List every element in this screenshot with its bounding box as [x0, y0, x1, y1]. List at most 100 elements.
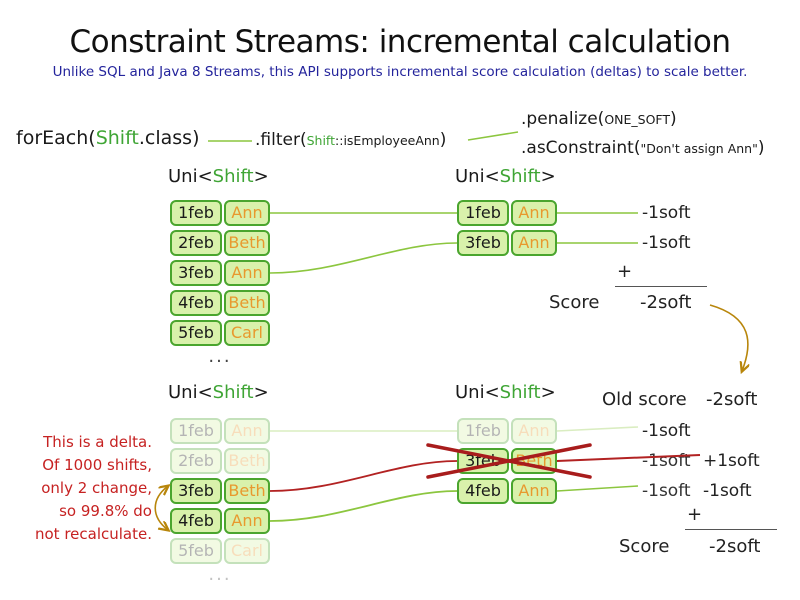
code-asconstraint: .asConstraint("Don't assign Ann")	[521, 138, 764, 158]
score-line-faded	[556, 426, 639, 432]
shift-date-cell: 4feb	[170, 290, 222, 316]
code-text: .penalize(	[521, 109, 605, 129]
code-arg: "Don't assign Ann"	[640, 141, 758, 156]
uni-post: >	[253, 166, 269, 187]
uni-shift-header: Uni<Shift>	[168, 382, 269, 403]
row-score-old: -1soft	[642, 481, 691, 501]
table-ellipsis: ...	[208, 346, 232, 367]
sum-plus-sign: +	[617, 261, 633, 282]
sum-plus-sign: +	[687, 504, 703, 525]
shift-employee-cell: Beth	[511, 448, 557, 474]
shift-date-cell: 2feb	[170, 230, 222, 256]
uni-type: Shift	[499, 166, 541, 187]
delta-note-line: only 2 change,	[41, 479, 152, 497]
score-value: -2soft	[640, 292, 692, 313]
retract-line-red	[269, 460, 458, 492]
shift-employee-cell: Ann	[224, 200, 270, 226]
shift-employee-cell: Ann	[224, 260, 270, 286]
score-label: Score	[549, 292, 600, 313]
old-score-label: Old score	[602, 389, 687, 410]
code-text: .filter(	[255, 130, 307, 150]
uni-pre: Uni<	[455, 166, 500, 187]
shift-date-cell: 1feb	[457, 200, 509, 226]
code-penalize: .penalize(ONE_SOFT)	[521, 109, 677, 129]
uni-type: Shift	[212, 382, 254, 403]
shift-date-cell: 3feb	[170, 478, 222, 504]
shift-employee-cell: Beth	[224, 478, 270, 504]
score-value: -2soft	[709, 536, 761, 557]
page-subtitle: Unlike SQL and Java 8 Streams, this API …	[52, 64, 748, 80]
code-text: forEach(	[16, 127, 96, 149]
gold-double-arrow-changed-rows	[154, 486, 168, 530]
row-score-delta-negative: -1soft	[703, 481, 752, 501]
table-ellipsis: ...	[208, 564, 232, 585]
shift-date-cell: 5feb	[170, 538, 222, 564]
code-text: )	[670, 109, 677, 129]
uni-type: Shift	[499, 382, 541, 403]
uni-shift-header: Uni<Shift>	[455, 382, 556, 403]
uni-pre: Uni<	[455, 382, 500, 403]
delta-note-line: This is a delta.	[43, 433, 152, 451]
shift-date-cell: 3feb	[457, 448, 509, 474]
shift-date-cell: 4feb	[457, 478, 509, 504]
code-text: .class)	[138, 127, 200, 149]
uni-post: >	[540, 382, 556, 403]
code-foreach: forEach(Shift.class)	[16, 127, 200, 149]
uni-shift-header: Uni<Shift>	[455, 166, 556, 187]
code-text: ::isEmployeeAnn	[335, 133, 440, 148]
shift-employee-cell: Carl	[224, 538, 270, 564]
delta-note-line: Of 1000 shifts,	[42, 456, 152, 474]
row-score: -1soft	[642, 233, 691, 253]
shift-date-cell: 5feb	[170, 320, 222, 346]
uni-shift-header: Uni<Shift>	[168, 166, 269, 187]
code-text: )	[439, 130, 447, 150]
insert-line-green	[269, 490, 458, 522]
code-text: .asConstraint(	[521, 138, 641, 158]
code-connector-line	[467, 131, 519, 141]
score-label: Score	[619, 536, 670, 557]
row-score-delta-positive: +1soft	[703, 451, 760, 471]
code-class-name: Shift	[306, 133, 336, 148]
score-line	[556, 485, 639, 492]
delta-note-line: so 99.8% do	[59, 502, 152, 520]
shift-date-cell: 3feb	[457, 230, 509, 256]
shift-employee-cell: Ann	[224, 418, 270, 444]
row-score-retracted: -1soft	[642, 451, 691, 471]
gold-arrow-to-old-score	[709, 304, 748, 371]
shift-date-cell: 3feb	[170, 260, 222, 286]
uni-type: Shift	[212, 166, 254, 187]
uni-pre: Uni<	[168, 382, 213, 403]
shift-employee-cell: Ann	[224, 508, 270, 534]
shift-date-cell: 1feb	[170, 200, 222, 226]
shift-date-cell: 2feb	[170, 448, 222, 474]
shift-employee-cell: Ann	[511, 230, 557, 256]
row-score-unchanged: -1soft	[642, 421, 691, 441]
shift-date-cell: 1feb	[457, 418, 509, 444]
code-filter: .filter(Shift::isEmployeeAnn)	[255, 130, 446, 150]
page-title: Constraint Streams: incremental calculat…	[69, 24, 732, 60]
code-class-name: Shift	[95, 127, 139, 149]
delta-note-line: not recalculate.	[35, 525, 152, 543]
shift-employee-cell: Carl	[224, 320, 270, 346]
shift-employee-cell: Beth	[224, 230, 270, 256]
delta-note: This is a delta. Of 1000 shifts, only 2 …	[12, 431, 152, 546]
sum-line	[615, 286, 707, 287]
